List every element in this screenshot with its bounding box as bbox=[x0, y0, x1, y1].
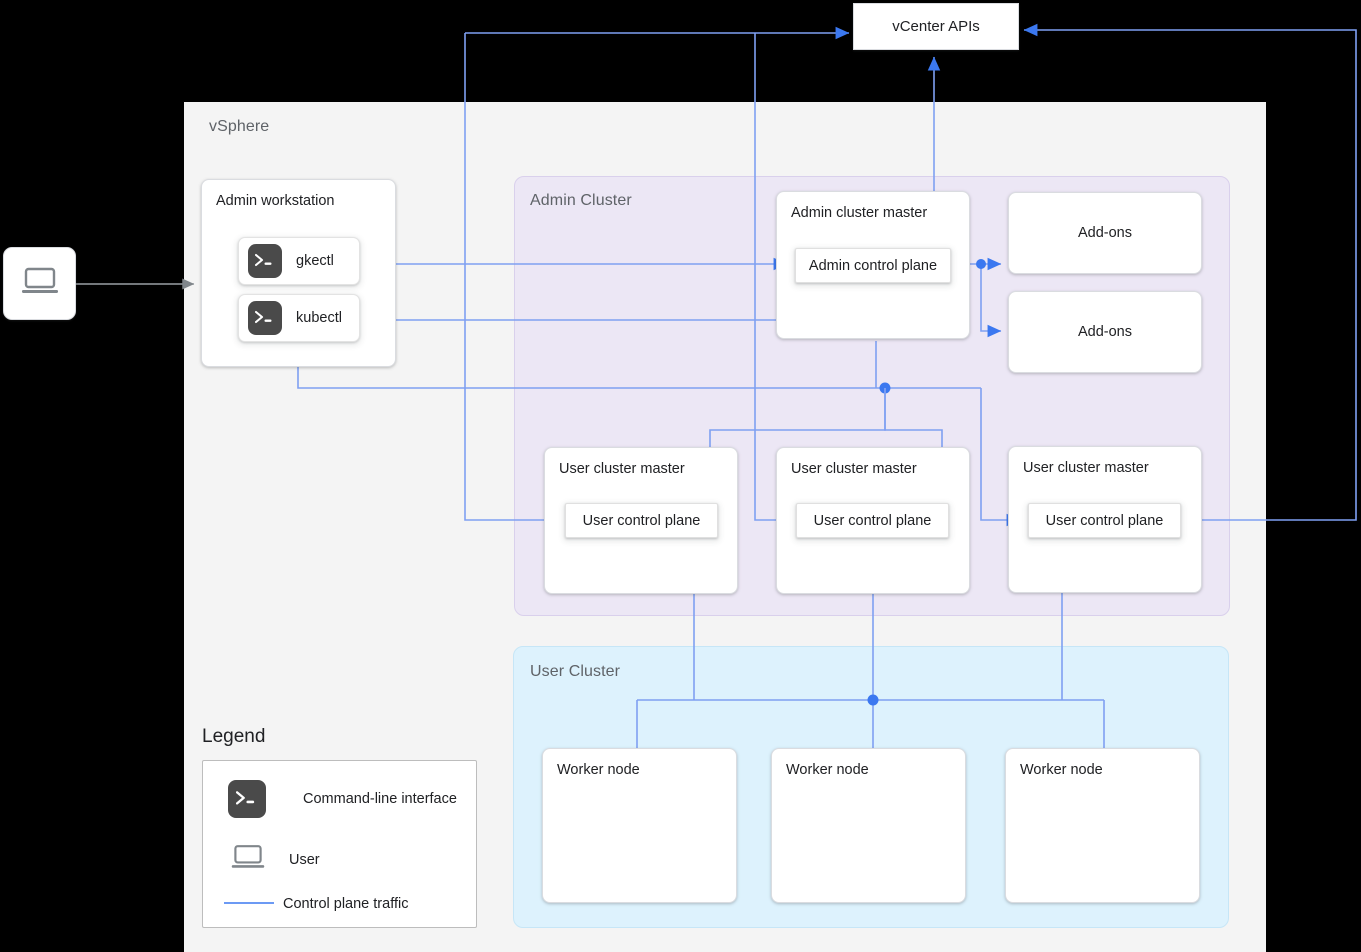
kubectl-label: kubectl bbox=[296, 310, 342, 326]
legend-title: Legend bbox=[202, 726, 266, 747]
worker-node-box-2[interactable]: Worker node bbox=[771, 748, 966, 903]
addons-box-1[interactable]: Add-ons bbox=[1008, 192, 1202, 274]
user-cluster-master-title: User cluster master bbox=[559, 461, 685, 477]
legend-label-traffic: Control plane traffic bbox=[283, 896, 409, 912]
user-cluster-master-title: User cluster master bbox=[791, 461, 917, 477]
user-control-plane-box-3[interactable]: User control plane bbox=[1028, 503, 1181, 538]
legend-label-cli: Command-line interface bbox=[303, 791, 457, 807]
vsphere-label: vSphere bbox=[209, 118, 270, 135]
user-node[interactable] bbox=[3, 247, 76, 320]
terminal-icon bbox=[248, 301, 282, 335]
worker-node-box-1[interactable]: Worker node bbox=[542, 748, 737, 903]
admin-cluster-label: Admin Cluster bbox=[530, 192, 632, 209]
legend-item-user: User bbox=[230, 843, 320, 876]
worker-node-box-3[interactable]: Worker node bbox=[1005, 748, 1200, 903]
legend-item-cli: Command-line interface bbox=[228, 780, 457, 818]
admin-cluster-master-title: Admin cluster master bbox=[791, 205, 928, 221]
user-cluster-label: User Cluster bbox=[530, 663, 621, 680]
user-control-plane-box-1[interactable]: User control plane bbox=[565, 503, 718, 538]
worker-node-title: Worker node bbox=[557, 762, 640, 778]
terminal-icon bbox=[248, 244, 282, 278]
user-cluster-master-title: User cluster master bbox=[1023, 460, 1149, 476]
terminal-icon bbox=[228, 780, 266, 818]
worker-node-title: Worker node bbox=[786, 762, 869, 778]
laptop-icon bbox=[20, 266, 60, 301]
vcenter-apis-box[interactable]: vCenter APIs bbox=[853, 3, 1019, 50]
laptop-icon bbox=[230, 843, 266, 876]
addons-box-2[interactable]: Add-ons bbox=[1008, 291, 1202, 373]
worker-node-title: Worker node bbox=[1020, 762, 1103, 778]
legend-item-traffic: Control plane traffic bbox=[224, 895, 408, 913]
user-control-plane-box-2[interactable]: User control plane bbox=[796, 503, 949, 538]
gkectl-chip[interactable]: gkectl bbox=[238, 237, 360, 285]
admin-workstation-title: Admin workstation bbox=[216, 193, 335, 209]
admin-control-plane-box[interactable]: Admin control plane bbox=[795, 248, 951, 283]
line-swatch-icon bbox=[224, 895, 274, 913]
kubectl-chip[interactable]: kubectl bbox=[238, 294, 360, 342]
gkectl-label: gkectl bbox=[296, 253, 334, 269]
legend-label-user: User bbox=[289, 851, 320, 868]
